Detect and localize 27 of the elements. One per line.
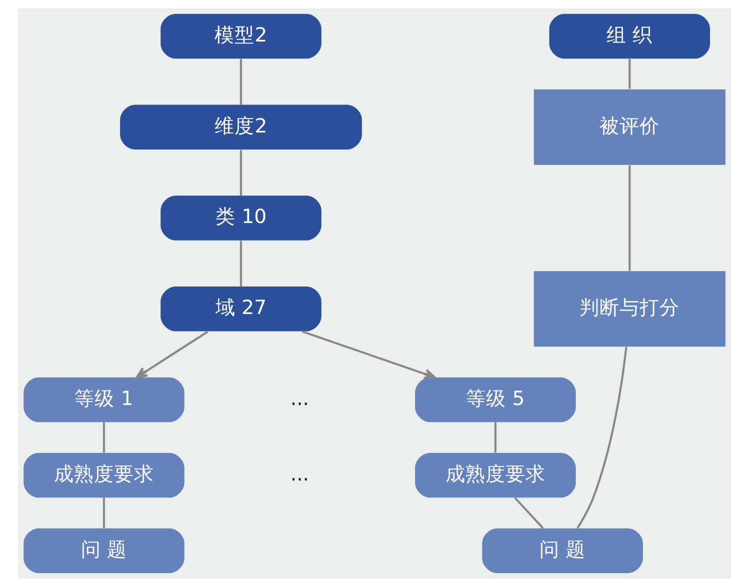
node-box: 被评价	[534, 89, 726, 165]
node-box: 类 10	[160, 196, 322, 240]
node-box: 问 题	[24, 528, 184, 574]
connector	[628, 165, 631, 271]
node-box: 维度2	[120, 104, 362, 150]
node-box: 判断与打分	[534, 271, 726, 347]
label: ...	[290, 386, 310, 410]
connector	[514, 496, 544, 529]
node-box: 模型2	[160, 14, 322, 59]
arrow	[136, 330, 208, 378]
connector	[240, 240, 242, 286]
node-box: 等级 1	[24, 377, 184, 422]
node-box: 成熟度要求	[415, 452, 576, 498]
node-box: 问 题	[482, 528, 643, 574]
node-box: 域 27	[160, 286, 322, 332]
connector	[494, 422, 496, 453]
arrow	[302, 330, 436, 380]
node-box: 成熟度要求	[24, 452, 184, 498]
connector	[240, 150, 242, 196]
connector	[576, 346, 628, 529]
connector	[102, 498, 106, 528]
connector	[240, 58, 242, 105]
label: ...	[290, 462, 310, 486]
node-box: 组 织	[549, 14, 710, 59]
node-box: 等级 5	[415, 377, 576, 422]
connector	[628, 58, 631, 89]
connector	[102, 422, 106, 453]
